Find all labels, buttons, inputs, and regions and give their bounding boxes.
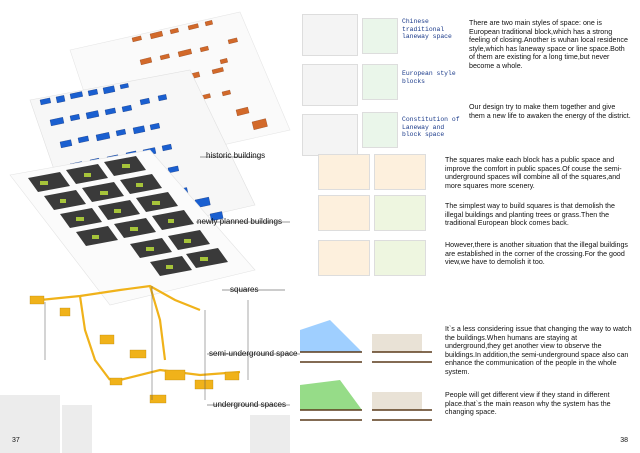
paragraph-demolish: The simplest way to build squares is tha… — [445, 202, 615, 228]
label-underground: underground spaces — [213, 400, 286, 409]
paragraph-design-goal: Our design try to make them together and… — [469, 103, 631, 120]
label-squares: squares — [230, 285, 259, 294]
thumb-constitution-plan — [362, 112, 398, 148]
label-historic-buildings: historic buildings — [206, 151, 266, 160]
label-semi-underground: semi-underground space — [209, 349, 298, 358]
square-study-1a — [318, 154, 370, 190]
thumb-european-axon — [302, 64, 358, 106]
section-bottom-right — [372, 392, 432, 421]
underground-blocks — [29, 295, 240, 404]
paragraph-underground-view: It`s a less considering issue that chang… — [445, 325, 632, 376]
section-bottom-left — [300, 380, 362, 421]
leader-lines — [196, 156, 300, 406]
page-number-left: 37 — [12, 437, 20, 444]
legend-constitution-text: Constitution of Laneway and block space — [402, 116, 460, 139]
square-study-2a — [318, 195, 370, 231]
ground-map — [0, 395, 290, 453]
squares-layer — [9, 149, 256, 306]
thumb-european-plan — [362, 64, 398, 100]
square-study-3a — [318, 240, 370, 276]
thumb-constitution-axon — [302, 114, 358, 156]
thumb-laneway-axon — [302, 14, 358, 56]
connector-lines — [44, 286, 249, 400]
page-number-right: 38 — [620, 437, 628, 444]
paragraph-corner-case: However,there is another situation that … — [445, 241, 628, 267]
legend-european-text: European style blocks — [402, 70, 456, 85]
paragraph-squares: The squares make each block has a public… — [445, 156, 622, 190]
square-study-3b — [374, 240, 426, 276]
paragraph-changing-space: People will get different view if they s… — [445, 391, 611, 417]
thumb-laneway-plan — [362, 18, 398, 54]
paragraph-space-styles: There are two main styles of space: one … — [469, 19, 628, 70]
section-top-right — [372, 334, 432, 363]
section-top-left — [300, 320, 362, 363]
square-study-2b — [374, 195, 426, 231]
square-study-1b — [374, 154, 426, 190]
label-newly-planned-buildings: newly planned buildings — [197, 217, 282, 226]
legend-laneway-text: Chinese traditional laneway space — [402, 18, 452, 41]
